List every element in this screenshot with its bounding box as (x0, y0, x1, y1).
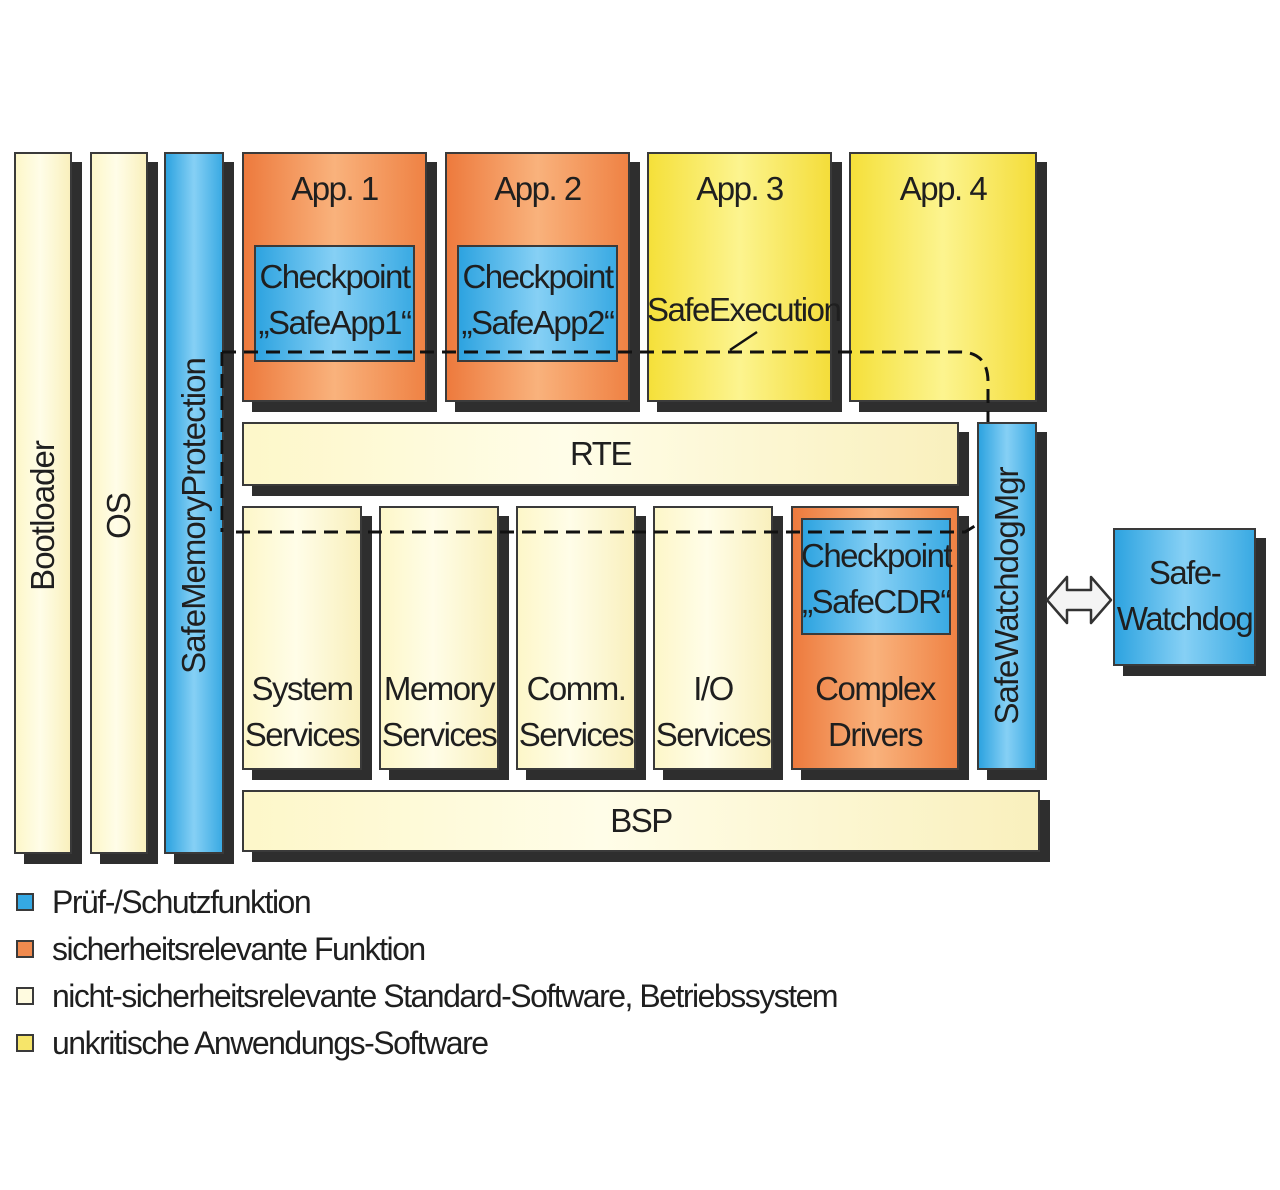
memory-services-line2: Services (381, 716, 498, 753)
safe-execution-label: SafeExecution (647, 291, 842, 328)
safe-watchdog-mgr-column (977, 422, 1037, 770)
legend-text-anwendungs-software: unkritische Anwendungs-Software (52, 1025, 489, 1061)
legend-text-standard-software: nicht-sicherheitsrelevante Standard-Soft… (52, 978, 839, 1014)
os-column (90, 152, 148, 854)
bootloader-column (14, 152, 72, 854)
safe-memory-protection-label: SafeMemoryProtection (175, 358, 212, 674)
rte-bar (242, 422, 959, 486)
checkpoint-safeapp1-line1: Checkpoint (259, 258, 411, 295)
app-3-label: App. 3 (696, 170, 784, 207)
memory-services-line1: Memory (383, 670, 496, 707)
comm-services-line1: Comm. (526, 670, 627, 707)
legend-swatch-blue (16, 893, 34, 911)
io-services-line2: Services (655, 716, 772, 753)
legend-swatch-orange (16, 940, 34, 958)
os-label: OS (100, 493, 137, 539)
checkpoint-safeapp2-line2: „SafeApp2“ (461, 304, 615, 341)
rte-label: RTE (570, 435, 632, 472)
checkpoint-safeapp2-box (457, 245, 618, 362)
safe-watchdog-line2: Watchdog (1116, 600, 1254, 637)
checkpoint-safecdr-line1: Checkpoint (801, 537, 953, 574)
checkpoint-safecdr-box (801, 518, 951, 635)
system-services-line1: System (251, 670, 354, 707)
safe-watchdog-line1: Safe- (1148, 554, 1222, 591)
legend-swatch-yellow (16, 1034, 34, 1052)
comm-services-box (516, 506, 636, 770)
app-4-label: App. 4 (899, 170, 988, 207)
checkpoint-safecdr-line2: „SafeCDR“ (802, 583, 951, 620)
comm-services-line2: Services (518, 716, 635, 753)
system-services-box (242, 506, 362, 770)
safe-watchdog-box (1113, 528, 1256, 666)
app-1-label: App. 1 (291, 170, 379, 207)
complex-drivers-line2: Drivers (828, 716, 924, 753)
complex-drivers-line1: Complex (815, 670, 936, 707)
safe-memory-protection-column (164, 152, 224, 854)
system-services-line2: Services (244, 716, 361, 753)
bootloader-label: Bootloader (24, 441, 61, 591)
checkpoint-safeapp2-line1: Checkpoint (462, 258, 614, 295)
legend-text-sicherheitsrelevant: sicherheitsrelevante Funktion (52, 931, 426, 967)
checkpoint-safeapp1-box (254, 245, 415, 362)
bsp-bar (242, 790, 1040, 852)
checkpoint-safeapp1-line2: „SafeApp1“ (258, 304, 412, 341)
safe-watchdog-mgr-label: SafeWatchdogMgr (988, 467, 1025, 725)
io-services-box (653, 506, 773, 770)
bsp-label: BSP (610, 802, 673, 839)
io-services-line1: I/O (693, 670, 734, 707)
legend-swatch-cream (16, 987, 34, 1005)
legend-text-pruef: Prüf-/Schutzfunktion (52, 884, 312, 920)
app-2-label: App. 2 (494, 170, 582, 207)
double-arrow-icon (1045, 575, 1113, 625)
memory-services-box (379, 506, 499, 770)
